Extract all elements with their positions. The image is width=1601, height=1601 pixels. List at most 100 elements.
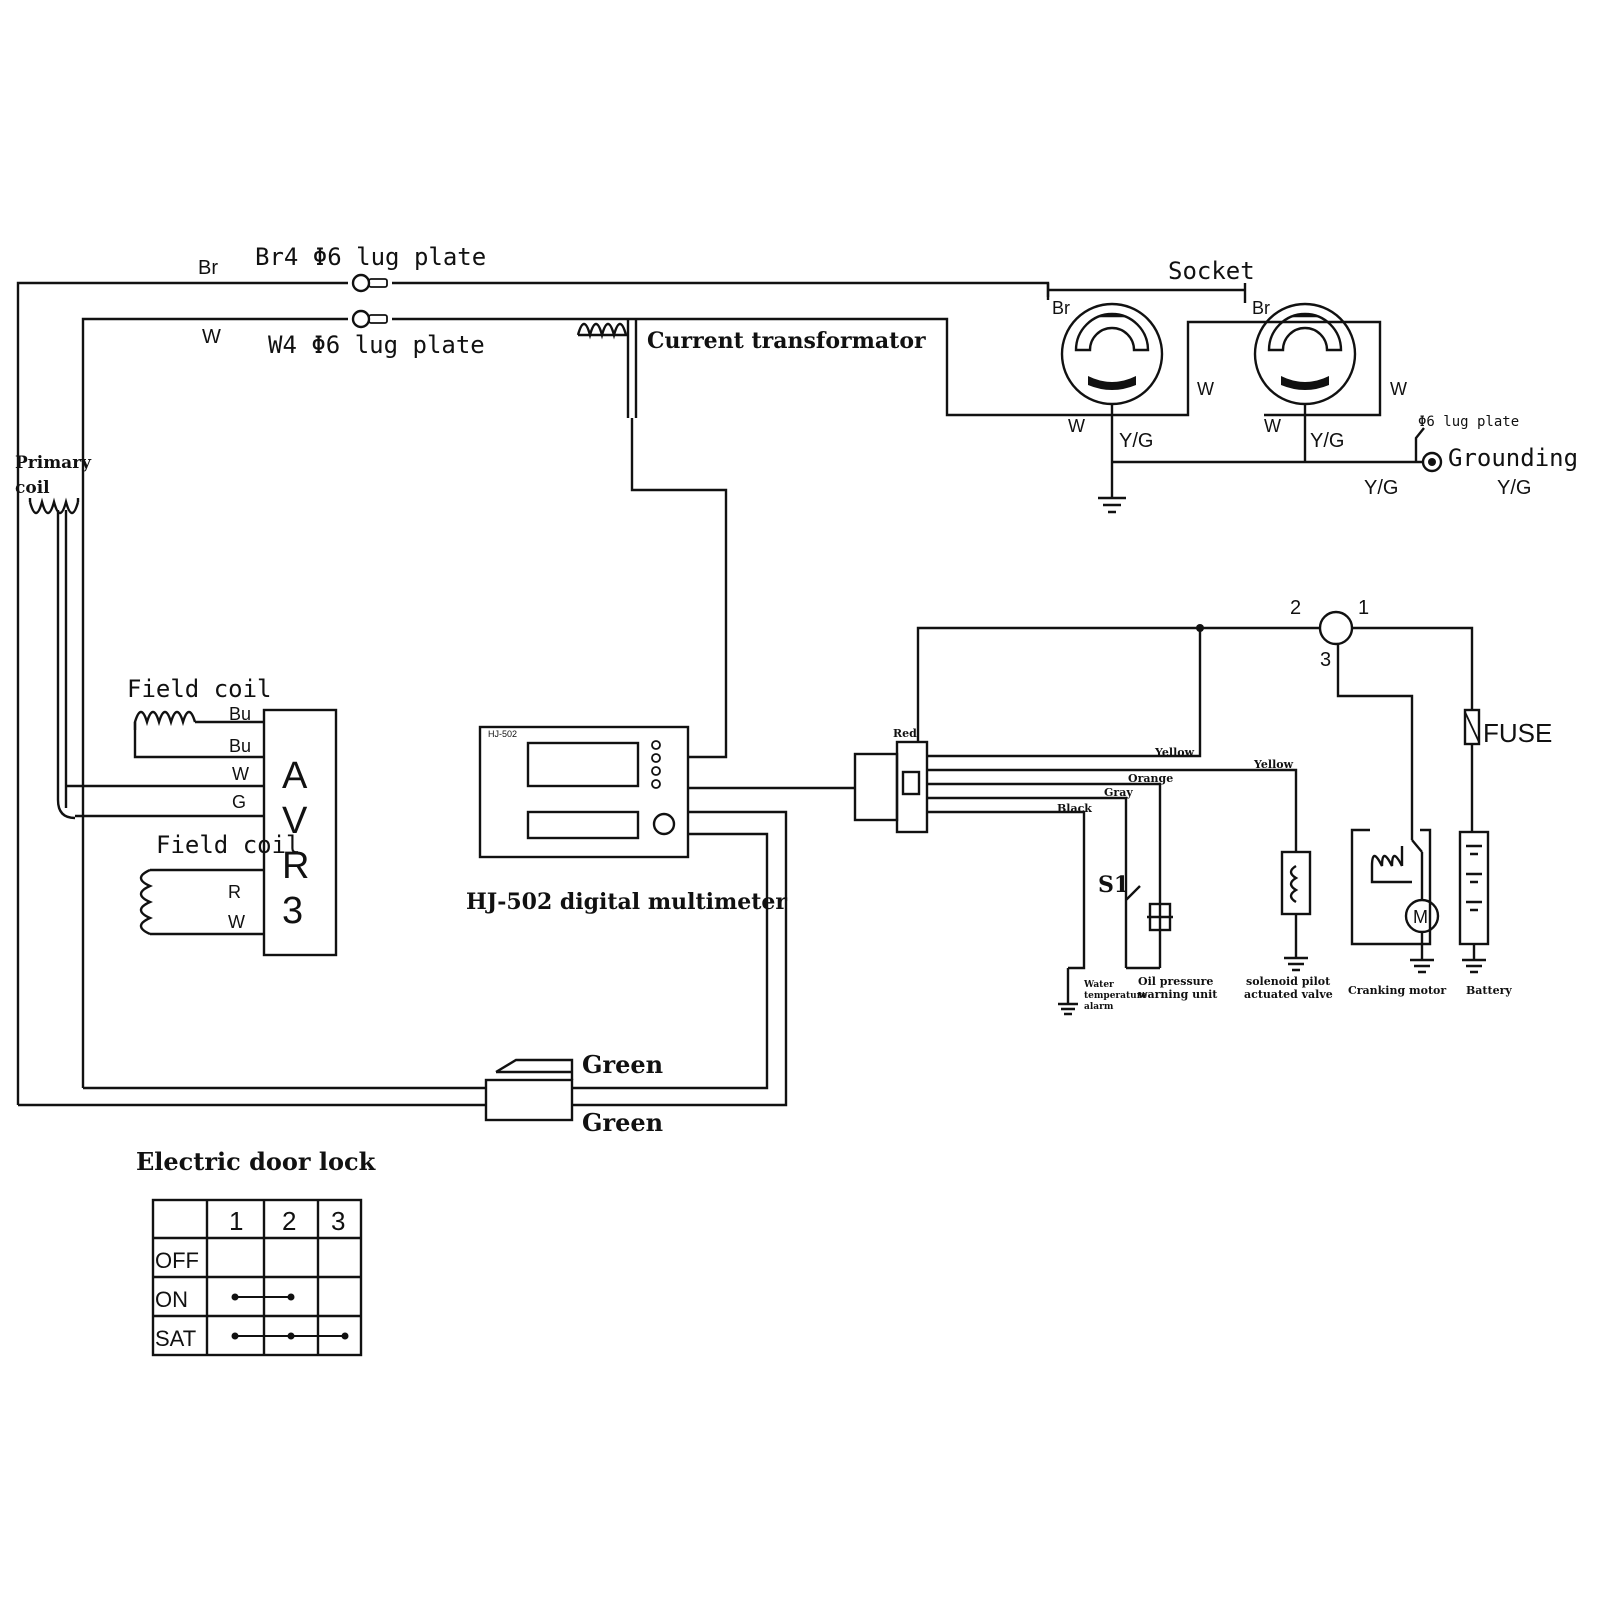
wire-yellow1-label: Yellow [1154, 746, 1195, 759]
control-connector-inner [895, 740, 929, 834]
solenoid-valve-icon [1280, 850, 1312, 972]
green-top-label: Green [582, 1050, 663, 1079]
w4-lug-plate-label: W4 Φ6 lug plate [268, 331, 485, 359]
avr-r-label: R [228, 882, 241, 902]
multimeter-knob-icon [652, 812, 676, 836]
ground-symbol-icon [1098, 496, 1126, 514]
s1-switch-icon [1124, 885, 1173, 970]
water-temp-label-2: temperature [1084, 991, 1147, 1001]
avr-letter-3: 3 [282, 890, 303, 932]
water-temperature-ground-icon [1058, 968, 1078, 1016]
socket-2-yg-label: Y/G [1310, 430, 1344, 452]
w-wire-label: W [202, 326, 221, 348]
avr-letter-v: V [282, 800, 308, 842]
socket-2-br-label: Br [1252, 298, 1270, 318]
avr-g-label: G [232, 792, 246, 812]
primary-coil-group: Primary coil [15, 453, 264, 820]
lock-connection-dot [231, 1293, 239, 1301]
br-wire-label: Br [198, 257, 218, 279]
wire-orange-label: Orange [1128, 772, 1173, 785]
control-connector-outer [853, 752, 899, 822]
multimeter-group: HJ-502 HJ-502 digital multimeter [466, 725, 855, 915]
socket-1-icon [1060, 302, 1164, 498]
br-wire [16, 281, 348, 1105]
br4-lug-plate-icon [351, 273, 388, 293]
wire-gray-label: Gray [1104, 786, 1133, 799]
avr-group: A V R 3 Field coil Bu Bu W G Field coil … [127, 675, 338, 957]
avr-letter-a: A [282, 755, 308, 797]
water-temp-label-1: Water [1083, 980, 1114, 990]
water-temp-label-3: alarm [1084, 1002, 1114, 1012]
socket-bridge-br [1046, 283, 1247, 303]
current-transformator-label: Current transformator [647, 328, 926, 354]
socket-2-icon [1253, 302, 1357, 462]
socket-2-w-left-label: W [1264, 416, 1281, 436]
lug-plate-small-label: Φ6 lug plate [1418, 414, 1519, 430]
multimeter-model-label: HJ-502 [488, 729, 517, 739]
socket-1-br-label: Br [1052, 298, 1070, 318]
multimeter-caption: HJ-502 digital multimeter [466, 889, 787, 915]
green-bottom-label: Green [582, 1108, 663, 1137]
lock-row-sat: SAT [155, 1326, 196, 1351]
cranking-motor-label: Cranking motor [1348, 984, 1446, 997]
avr-bu1-label: Bu [229, 704, 251, 724]
lock-connection-dot [231, 1332, 239, 1340]
wire-black-label: Black [1057, 802, 1092, 815]
lock-connection-dot [287, 1293, 295, 1301]
yg-ground-left-label: Y/G [1364, 477, 1398, 499]
engine-control-group: 2 1 3 FUSE Red Yellow Yellow Orange Gray… [853, 597, 1552, 1016]
solenoid-label-1: solenoid pilot [1246, 975, 1331, 988]
battery-label: Battery [1466, 984, 1512, 997]
avr-box [262, 708, 338, 957]
w4-lug-plate-icon [351, 309, 388, 329]
field-coil-bottom-icon [139, 868, 264, 936]
door-lock-title-text: Electric door lock [136, 1147, 377, 1176]
grounding-lug-icon [1410, 427, 1443, 473]
avr-w-bottom-label: W [228, 912, 245, 932]
lock-col-3: 3 [331, 1206, 345, 1236]
w-wire-right [392, 317, 1382, 417]
ignition-switch-icon [1318, 610, 1354, 646]
wire-red-label: Red [893, 727, 917, 740]
multimeter-buttons-icon [651, 740, 661, 789]
door-lock-table: Electric door lock 1 2 3 OFF ON SAT [136, 1147, 377, 1357]
switch-terminal-3: 3 [1320, 649, 1331, 671]
avr-letter-r: R [282, 845, 309, 887]
socket-2-w-right-label: W [1390, 379, 1407, 399]
lock-connections [231, 1293, 349, 1340]
socket-1-w-right-label: W [1197, 379, 1214, 399]
field-coil-top-label: Field coil [127, 675, 272, 703]
field-coil-bottom-label: Field coil [156, 831, 301, 859]
socket-1-yg-label: Y/G [1119, 430, 1153, 452]
w-wire [81, 317, 348, 1088]
lock-connection-dot [287, 1332, 295, 1340]
wire-yellow2-label: Yellow [1253, 758, 1294, 771]
fuse-label: FUSE [1483, 718, 1552, 748]
ct-to-meter-wire [630, 418, 728, 759]
oil-pressure-label-1: Oil pressure [1138, 975, 1213, 988]
lock-col-2: 2 [282, 1206, 296, 1236]
primary-coil-label-2: coil [15, 478, 50, 498]
lock-row-off: OFF [155, 1248, 199, 1273]
lock-row-on: ON [155, 1287, 188, 1312]
avr-bu2-label: Bu [229, 736, 251, 756]
current-transformator-coil-icon [576, 320, 638, 418]
switch-terminal-1: 1 [1358, 597, 1369, 619]
switch-terminal-2: 2 [1290, 597, 1301, 619]
door-lock-connector-icon [484, 1058, 574, 1122]
battery-icon [1458, 830, 1490, 974]
svg-text:M: M [1413, 907, 1428, 927]
br-wire-right [392, 281, 1050, 300]
lock-connection-dot [341, 1332, 349, 1340]
oil-pressure-label-2: warning unit [1137, 988, 1218, 1001]
avr-w-top-label: W [232, 764, 249, 784]
yg-ground-right-label: Y/G [1497, 477, 1531, 499]
primary-coil-label-1: Primary [15, 453, 92, 473]
multimeter-box [478, 725, 690, 859]
socket-1-w-left-label: W [1068, 416, 1085, 436]
socket-group: Socket Br W W Y/G Br W W Y/G [1052, 257, 1578, 514]
green-loop: Green Green [18, 810, 788, 1137]
cranking-motor-icon: M [1350, 828, 1440, 974]
field-coil-top-icon [133, 710, 264, 759]
